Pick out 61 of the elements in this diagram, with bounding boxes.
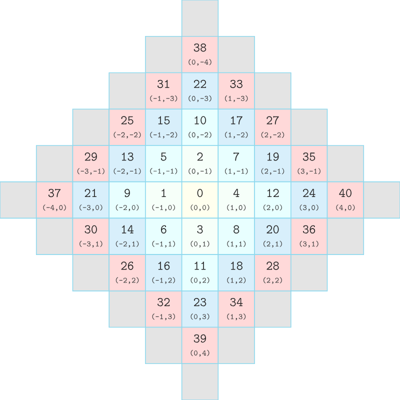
grid-cell: 0 (0,0) [181,181,219,219]
grid-cell: 10 (0,-2) [181,108,219,146]
grid-cell [254,72,292,110]
grid-cell [218,326,255,364]
grid-cell [326,145,364,182]
grid-cell [290,254,328,292]
grid-cell: 21 (-3,0) [72,181,110,219]
grid-cell: 24 (3,0) [290,181,328,219]
grid-cell [36,145,74,182]
grid-cell: 32 (-1,3) [145,290,182,328]
grid-cell [181,363,219,400]
grid-cell [218,36,255,74]
grid-cell: 29 (-3,-1) [72,145,110,182]
grid-cell: 31 (-1,-3) [145,72,182,110]
grid-cell: 16 (-1,2) [145,254,182,292]
grid-cell: 2 (0,-1) [181,145,219,182]
grid-cell [363,181,400,219]
grid-cell: 35 (3,-1) [290,145,328,182]
grid-cell: 40 (4,0) [326,181,364,219]
grid-cell: 37 (-4,0) [36,181,74,219]
grid-cell: 23 (0,3) [181,290,219,328]
grid-cell: 13 (-2,-1) [108,145,146,182]
grid-cell: 5 (-1,-1) [145,145,182,182]
grid-cell: 7 (1,-1) [218,145,255,182]
grid-cell [0,181,37,219]
grid-cell: 4 (1,0) [218,181,255,219]
grid-cell: 36 (3,1) [290,218,328,255]
grid-cell [72,108,110,146]
grid-cell [108,72,146,110]
grid-cell [181,0,219,37]
grid-cell [72,254,110,292]
grid-cell: 12 (2,0) [254,181,292,219]
grid-cell: 20 (2,1) [254,218,292,255]
grid-cell [290,108,328,146]
grid-cell: 17 (1,-2) [218,108,255,146]
grid-cell: 27 (2,-2) [254,108,292,146]
grid-cell: 22 (0,-3) [181,72,219,110]
grid-cell: 15 (-1,-2) [145,108,182,146]
grid-cell: 28 (2,2) [254,254,292,292]
grid-cell: 8 (1,1) [218,218,255,255]
grid-cell: 19 (2,-1) [254,145,292,182]
grid-cell: 18 (1,2) [218,254,255,292]
grid-cell: 14 (-2,1) [108,218,146,255]
grid-cell: 25 (-2,-2) [108,108,146,146]
grid-cell [108,290,146,328]
grid-cell: 26 (-2,2) [108,254,146,292]
grid-cell: 9 (-2,0) [108,181,146,219]
grid-cell [254,290,292,328]
grid-cell: 11 (0,2) [181,254,219,292]
grid-cell [36,218,74,255]
grid-cell: 3 (0,1) [181,218,219,255]
grid-cell [326,218,364,255]
grid-cell: 39 (0,4) [181,326,219,364]
grid-cell: 33 (1,-3) [218,72,255,110]
grid-cell: 30 (-3,1) [72,218,110,255]
grid-cell: 6 (-1,1) [145,218,182,255]
grid-cell [145,326,182,364]
grid-cell: 34 (1,3) [218,290,255,328]
grid-cell: 38 (0,-4) [181,36,219,74]
grid-cell: 1 (-1,0) [145,181,182,219]
grid-cell [145,36,182,74]
